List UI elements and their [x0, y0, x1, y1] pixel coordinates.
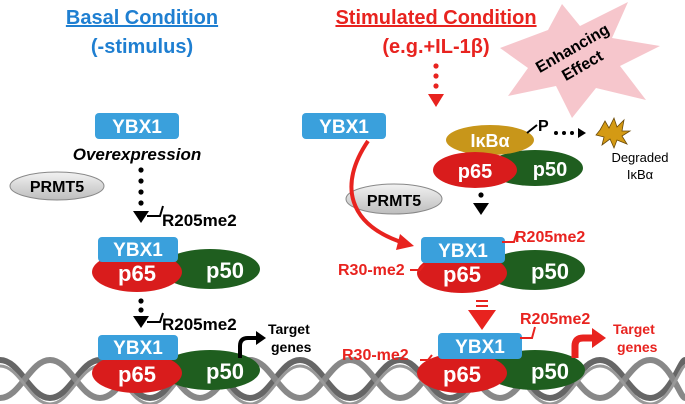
dotted-arrow — [554, 128, 586, 138]
prmt5-ellipse — [345, 183, 443, 215]
ybx1-label: YBX1 — [113, 338, 163, 359]
down-arrow — [468, 300, 496, 330]
degraded-ikba-burst — [595, 116, 632, 150]
p65-label: p65 — [458, 161, 492, 183]
genes-label: genes — [271, 339, 312, 355]
methylation-connector — [520, 326, 536, 339]
methylation-connector — [147, 312, 164, 323]
prmt5-ellipse — [9, 171, 105, 201]
p50-ellipse — [160, 350, 260, 390]
transcription-arrowhead — [256, 331, 266, 345]
p65-ellipse — [433, 152, 517, 188]
ikba-ellipse — [446, 125, 534, 155]
methylation-connector — [147, 205, 164, 217]
prmt5-label: PRMT5 — [367, 193, 421, 210]
methylation-connector — [410, 264, 425, 271]
p50-label: p50 — [531, 359, 569, 384]
ybx1-box — [438, 333, 522, 359]
ybx1-box — [98, 335, 178, 360]
transcription-arrow — [571, 334, 594, 358]
r205me2-label: R205me2 — [162, 315, 237, 334]
degraded-label: Degraded — [611, 150, 668, 165]
target-label: Target — [268, 321, 310, 337]
ybx1-box — [421, 237, 505, 263]
phospho-connector — [526, 124, 538, 134]
dotted-arrow — [473, 192, 489, 215]
ybx1-label: YBX1 — [438, 241, 488, 262]
ybx1-box — [95, 113, 179, 139]
r30me2-label: R30-me2 — [342, 347, 409, 364]
p65-label: p65 — [118, 362, 156, 387]
ybx1-label: YBX1 — [113, 240, 163, 261]
ybx1-box — [302, 113, 386, 139]
p50-label: p50 — [533, 159, 567, 181]
ikba-label: IκBα — [470, 131, 509, 151]
overexpression-label: Overexpression — [73, 145, 202, 164]
genes-label: genes — [617, 339, 658, 355]
methylation-connector — [420, 354, 433, 361]
p65-label: p65 — [443, 262, 481, 287]
dotted-arrow — [133, 298, 149, 328]
p50-label: p50 — [531, 259, 569, 284]
p50-label: p50 — [206, 258, 244, 283]
phospho-label: P — [538, 118, 549, 135]
p65-label: p65 — [118, 261, 156, 286]
ybx1-box — [98, 237, 178, 262]
p65-ellipse — [92, 353, 182, 393]
stimulated-subtitle: (e.g.+IL-1β) — [382, 36, 489, 58]
basal-title: Basal Condition — [66, 7, 218, 29]
translocation-arrow — [349, 139, 405, 245]
p65-ellipse — [417, 353, 507, 393]
basal-subtitle: (-stimulus) — [91, 36, 193, 58]
r205me2-label: R205me2 — [520, 311, 590, 328]
methylation-connector — [502, 231, 518, 243]
p50-label: p50 — [206, 359, 244, 384]
enhancing-burst — [500, 2, 660, 118]
r30me2-label: R30-me2 — [338, 262, 405, 279]
p50-ellipse — [485, 250, 585, 290]
dotted-arrow — [428, 63, 444, 107]
ybx1-label: YBX1 — [112, 117, 162, 138]
dotted-arrow — [133, 167, 149, 223]
r205me2-label: R205me2 — [515, 229, 585, 246]
stimulated-title: Stimulated Condition — [335, 7, 536, 29]
transcription-arrow — [238, 336, 258, 358]
degraded-ikba-label: IκBα — [627, 167, 654, 182]
p65-label: p65 — [443, 362, 481, 387]
prmt5-label: PRMT5 — [30, 179, 84, 196]
transcription-arrowhead — [592, 328, 606, 348]
translocation-arrowhead — [396, 234, 414, 250]
ybx1-label: YBX1 — [319, 117, 369, 138]
r205me2-label: R205me2 — [162, 211, 237, 230]
p50-ellipse — [485, 350, 585, 390]
target-label: Target — [613, 321, 655, 337]
p50-ellipse — [160, 249, 260, 289]
ybx1-label: YBX1 — [455, 337, 505, 358]
